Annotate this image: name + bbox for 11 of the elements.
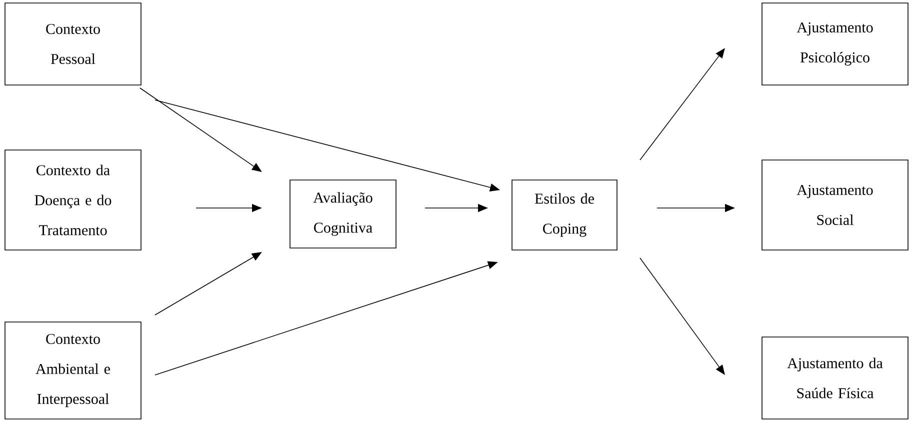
text-box: Ajustamento da Saúde Física [762, 336, 908, 420]
text-box: Contexto Pessoal [4, 2, 142, 86]
text-box: Avaliação Cognitiva [290, 180, 396, 248]
arrow [640, 258, 725, 375]
arrow [640, 48, 725, 160]
arrow [140, 88, 262, 172]
text-box: Ajustamento Social [762, 160, 908, 250]
text-box: Contexto Ambiental e Interpessoal [4, 322, 142, 420]
text-box: Ajustamento Psicológico [762, 2, 908, 86]
text-box: Estilos de Coping [512, 180, 618, 250]
text-box: Contexto da Doença e do Tratamento [4, 150, 142, 250]
